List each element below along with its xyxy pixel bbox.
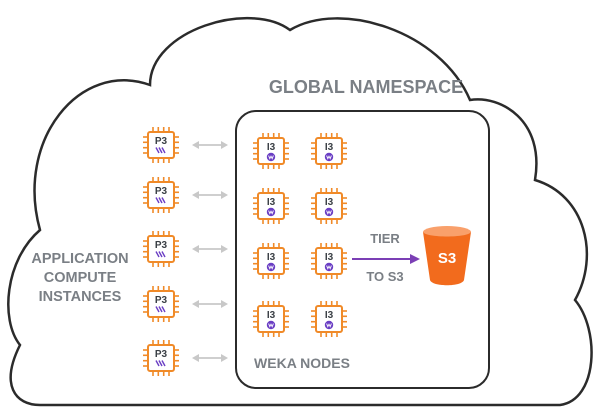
weka-node-chip-label: I3: [325, 142, 334, 153]
weka-logo-icon: [266, 320, 276, 330]
weka-cluster-box: [235, 110, 490, 389]
s3-label: S3: [438, 250, 456, 267]
left-label-line-3: INSTANCES: [39, 289, 122, 305]
weka-logo-icon: [324, 320, 334, 330]
sync-arrow-icon: [192, 300, 228, 308]
s3-bucket-icon: S3: [423, 226, 471, 286]
tier-arrow-head-icon: [410, 254, 420, 264]
weka-node-chip-label: I3: [325, 197, 334, 208]
app-instance-chip-label: P3: [155, 186, 168, 197]
app-instance-chip: P3: [143, 177, 179, 213]
tier-label-line-1: TIER: [370, 231, 400, 246]
weka-node-chip: I3: [253, 133, 289, 169]
weka-node-chip-label: I3: [267, 252, 276, 263]
app-instance-chip-label: P3: [155, 136, 168, 147]
weka-node-chip: I3: [311, 133, 347, 169]
weka-logo-icon: [324, 207, 334, 217]
app-instance-chip: P3: [143, 231, 179, 267]
app-instance-chip: P3: [143, 340, 179, 376]
weka-node-chip: I3: [253, 243, 289, 279]
weka-logo-icon: [324, 262, 334, 272]
left-label-line-1: APPLICATION: [31, 251, 128, 267]
weka-node-chip-label: I3: [267, 197, 276, 208]
weka-node-chip-label: I3: [267, 310, 276, 321]
stripes-icon: [155, 306, 166, 313]
app-instance-chip-label: P3: [155, 295, 168, 306]
app-instance-chip-label: P3: [155, 240, 168, 251]
weka-node-chip-label: I3: [325, 252, 334, 263]
weka-nodes-label: WEKA NODES: [254, 355, 350, 371]
stripes-icon: [155, 197, 166, 204]
weka-logo-icon: [266, 207, 276, 217]
weka-logo-icon: [266, 262, 276, 272]
weka-node-chip: I3: [253, 188, 289, 224]
stripes-icon: [155, 360, 166, 367]
stripes-icon: [155, 147, 166, 154]
weka-node-chip: I3: [311, 188, 347, 224]
left-label-line-2: COMPUTE: [44, 270, 117, 286]
tier-label-line-2: TO S3: [366, 269, 403, 284]
stripes-icon: [155, 251, 166, 258]
sync-arrow-icon: [192, 245, 228, 253]
weka-node-chip-label: I3: [325, 310, 334, 321]
weka-node-chip: I3: [311, 243, 347, 279]
app-instance-chip-label: P3: [155, 349, 168, 360]
weka-node-chip: I3: [311, 301, 347, 337]
weka-node-chip: I3: [253, 301, 289, 337]
sync-arrow-icon: [192, 354, 228, 362]
weka-node-chip-label: I3: [267, 142, 276, 153]
weka-logo-icon: [324, 152, 334, 162]
weka-logo-icon: [266, 152, 276, 162]
global-namespace-title: GLOBAL NAMESPACE: [269, 77, 463, 97]
sync-arrow-icon: [192, 191, 228, 199]
app-instance-chip: P3: [143, 286, 179, 322]
tier-to-s3: TIER TO S3: [352, 231, 420, 284]
sync-arrows: [192, 141, 228, 362]
sync-arrow-icon: [192, 141, 228, 149]
app-instance-chip: P3: [143, 127, 179, 163]
application-compute-label: APPLICATION COMPUTE INSTANCES: [31, 251, 128, 305]
